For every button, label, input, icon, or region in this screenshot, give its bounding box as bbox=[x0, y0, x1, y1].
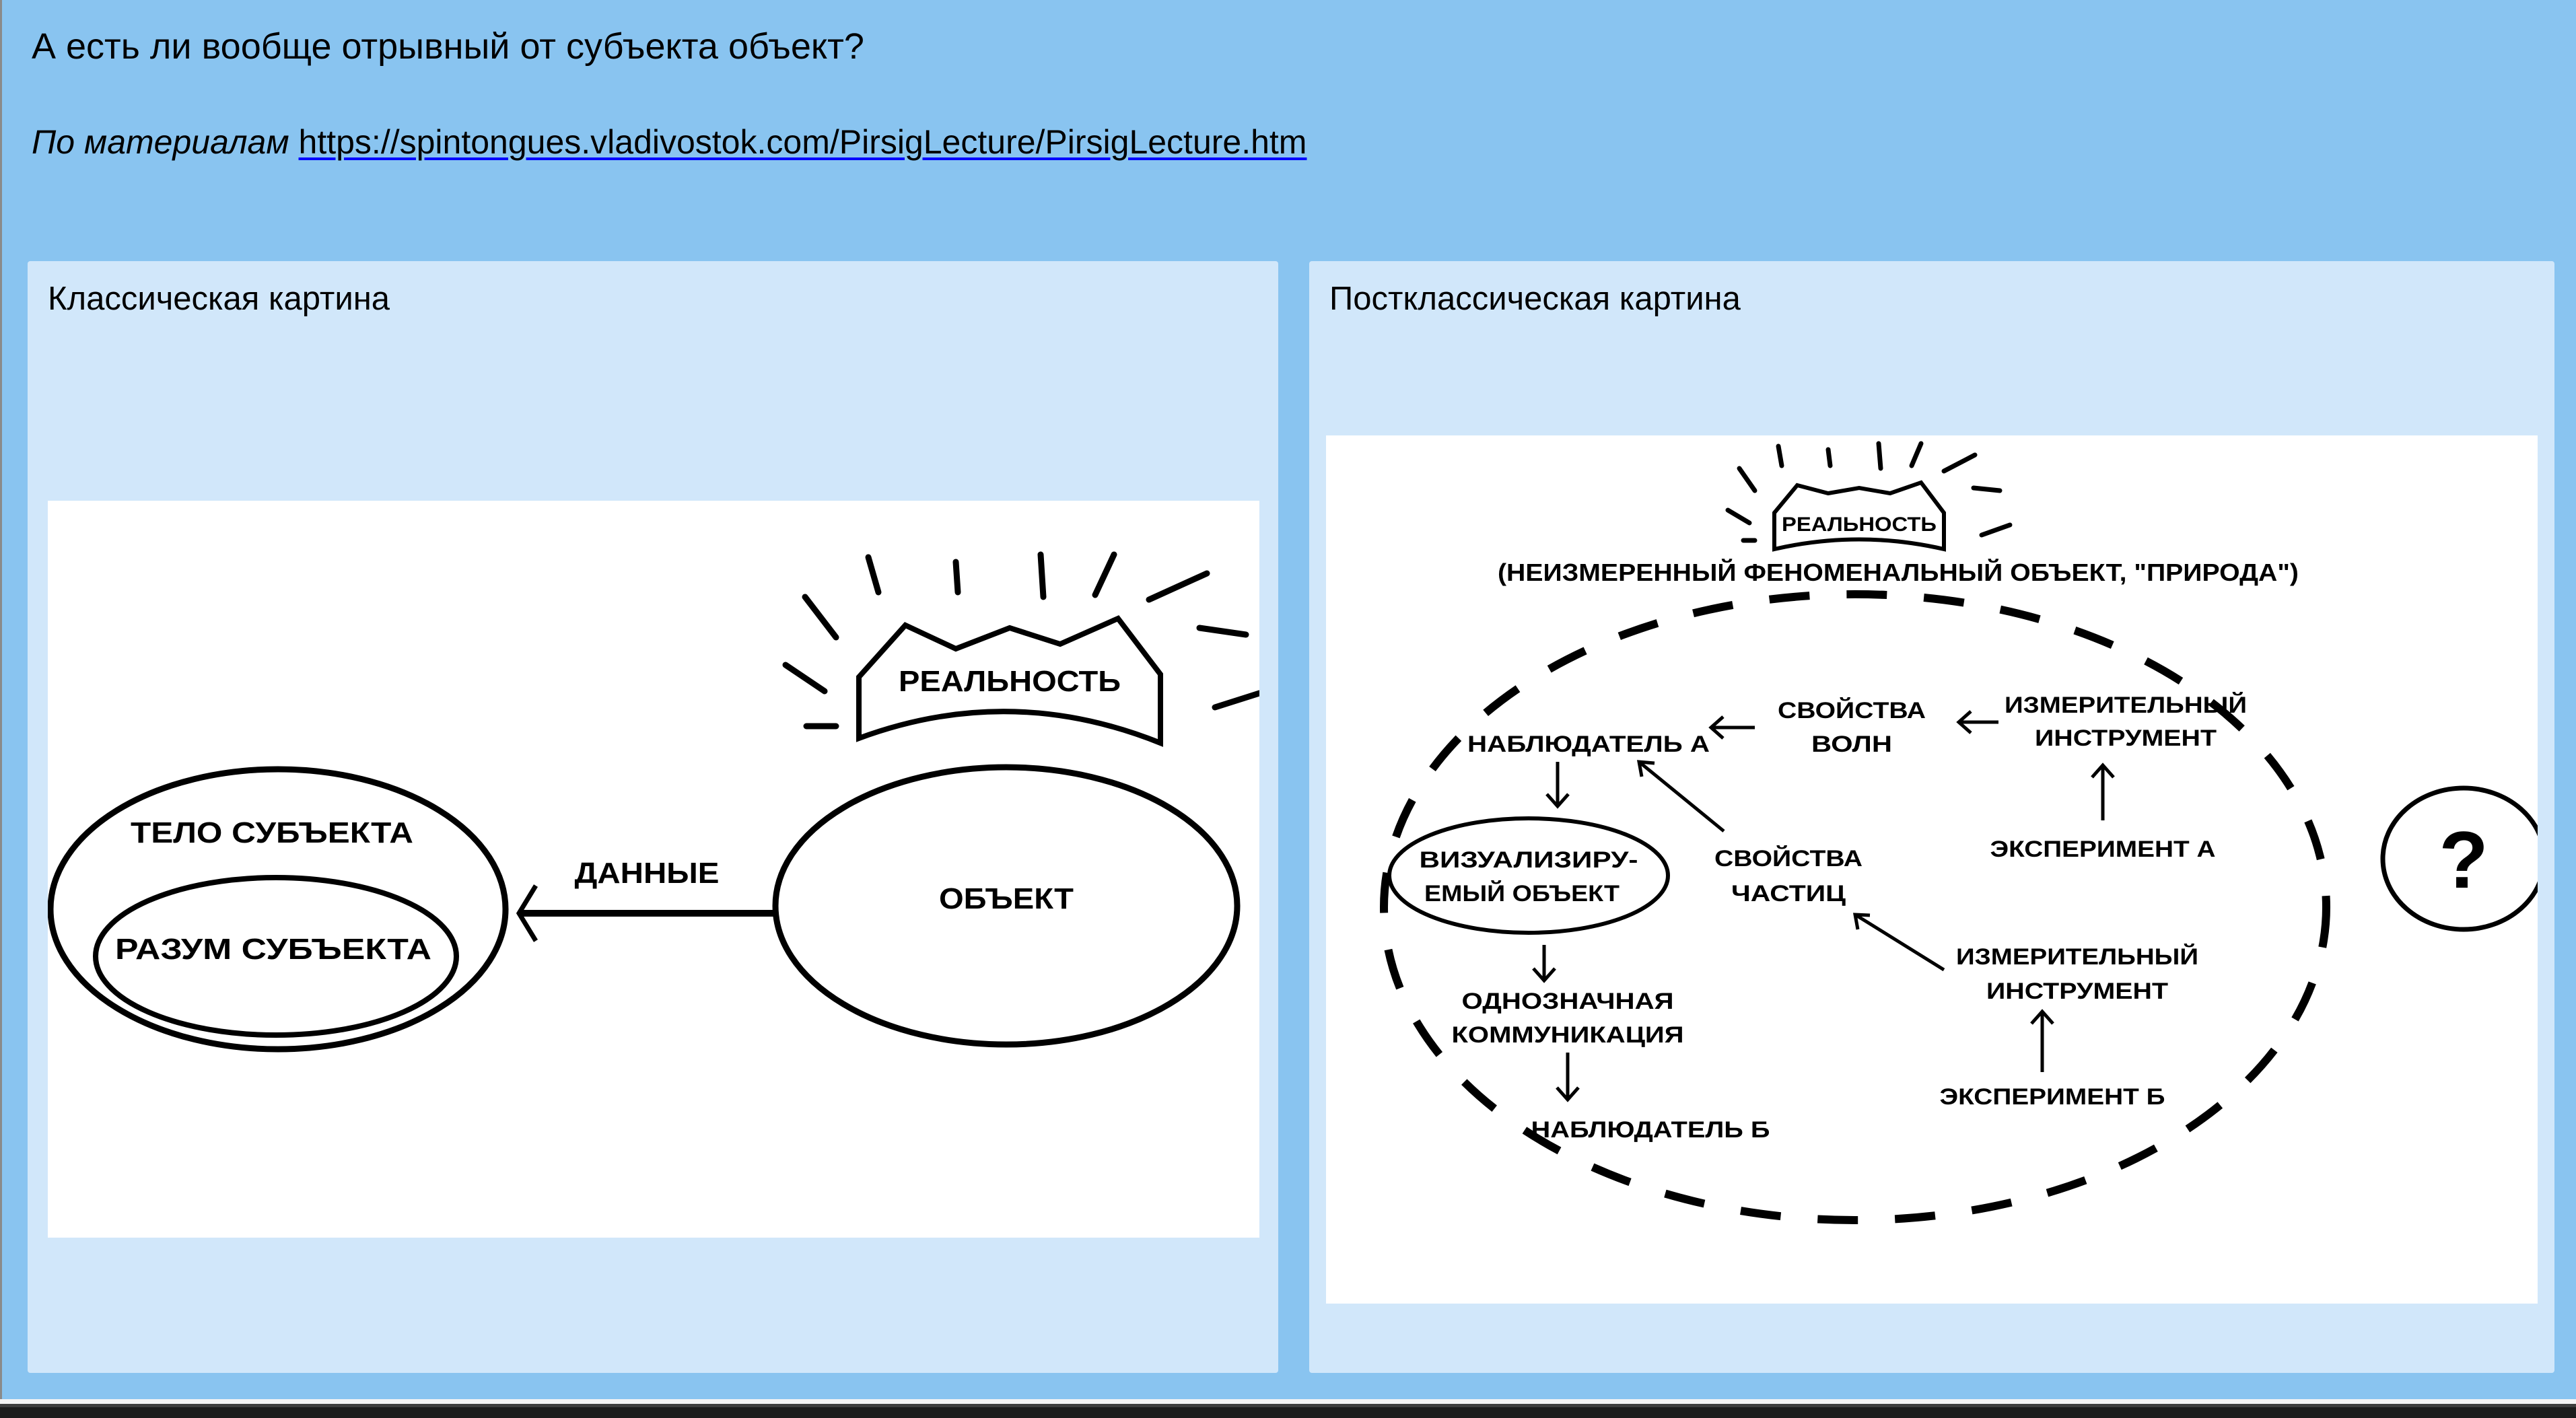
arrows bbox=[1532, 710, 2115, 1102]
data-label: ДАННЫЕ bbox=[575, 857, 720, 890]
wave-properties-label-line2: ВОЛН bbox=[1811, 732, 1892, 757]
communication-label-line2: КОММУНИКАЦИЯ bbox=[1452, 1022, 1684, 1048]
wave-properties-label-line1: СВОЙСТВА bbox=[1778, 697, 1926, 723]
page-title: А есть ли вообще отрывный от субъекта об… bbox=[32, 26, 864, 67]
communication-label-line1: ОДНОЗНАЧНАЯ bbox=[1462, 989, 1674, 1014]
visualized-object-label-line2: ЕМЫЙ ОБЪЕКТ bbox=[1424, 880, 1620, 907]
data-arrow bbox=[516, 884, 774, 942]
window-bottom-edge bbox=[0, 1399, 2576, 1404]
classical-diagram: РЕАЛЬНОСТЬ ТЕЛО СУБЪЕКТА РАЗУМ СУБЪЕКТА … bbox=[48, 501, 1259, 1238]
reality-rays bbox=[782, 551, 1259, 730]
experiment-b-label: ЭКСПЕРИМЕНТ Б bbox=[1940, 1084, 2165, 1110]
object-label: ОБЪЕКТ bbox=[939, 882, 1074, 915]
visualized-object-label-line1: ВИЗУАЛИЗИРУ- bbox=[1420, 847, 1638, 873]
experiment-a-label: ЭКСПЕРИМЕНТ А bbox=[1990, 837, 2216, 862]
instrument-a-label-line1: ИЗМЕРИТЕЛЬНЫЙ bbox=[2005, 692, 2247, 718]
instrument-b-label-line2: ИНСТРУМЕНТ bbox=[1986, 979, 2168, 1004]
source-prefix: По материалам bbox=[32, 123, 289, 161]
reality-crown-shape bbox=[1772, 480, 1946, 552]
subject-body-label: ТЕЛО СУБЪЕКТА bbox=[131, 816, 413, 849]
unknown-circle bbox=[2380, 785, 2538, 932]
reality-label: РЕАЛЬНОСТЬ bbox=[899, 665, 1121, 698]
reality-subtitle: (НЕИЗМЕРЕННЫЙ ФЕНОМЕНАЛЬНЫЙ ОБЪЕКТ, "ПРИ… bbox=[1498, 558, 2299, 586]
instrument-b-label-line1: ИЗМЕРИТЕЛЬНЫЙ bbox=[1956, 944, 2198, 970]
observer-b-label: НАБЛЮДАТЕЛЬ Б bbox=[1531, 1117, 1770, 1143]
classical-panel: Классическая картина РЕАЛЬНОСТЬ ТЕЛО СУБ… bbox=[28, 261, 1278, 1373]
reality-rays bbox=[1725, 441, 2013, 543]
postclassical-panel-title: Постклассическая картина bbox=[1329, 281, 1741, 317]
reality-label: РЕАЛЬНОСТЬ bbox=[1782, 513, 1937, 536]
postclassical-diagram: РЕАЛЬНОСТЬ (НЕИЗМЕРЕННЫЙ ФЕНОМЕНАЛЬНЫЙ О… bbox=[1326, 435, 2538, 1304]
subject-mind-label: РАЗУМ СУБЪЕКТА bbox=[115, 933, 431, 966]
source-link[interactable]: https://spintongues.vladivostok.com/Pirs… bbox=[298, 123, 1307, 161]
particle-properties-label-line2: ЧАСТИЦ bbox=[1731, 881, 1846, 907]
taskbar-border bbox=[0, 1404, 2576, 1407]
subject-mind-ellipse bbox=[93, 875, 459, 1038]
instrument-a-label-line2: ИНСТРУМЕНТ bbox=[2035, 725, 2217, 751]
object-ellipse bbox=[772, 764, 1241, 1048]
source-line: По материалам https://spintongues.vladiv… bbox=[32, 122, 1307, 162]
postclassical-panel: Постклассическая картина РЕАЛЬНОСТЬ (НЕИ… bbox=[1309, 261, 2554, 1373]
classical-panel-title: Классическая картина bbox=[48, 281, 390, 317]
observer-a-label: НАБЛЮДАТЕЛЬ А bbox=[1467, 732, 1710, 757]
reality-crown-shape bbox=[856, 615, 1163, 747]
particle-properties-label-line1: СВОЙСТВА bbox=[1714, 845, 1863, 872]
visualized-object-ellipse bbox=[1387, 816, 1670, 935]
dashed-reality-boundary bbox=[1380, 590, 2330, 1224]
question-mark: ? bbox=[2439, 815, 2488, 905]
